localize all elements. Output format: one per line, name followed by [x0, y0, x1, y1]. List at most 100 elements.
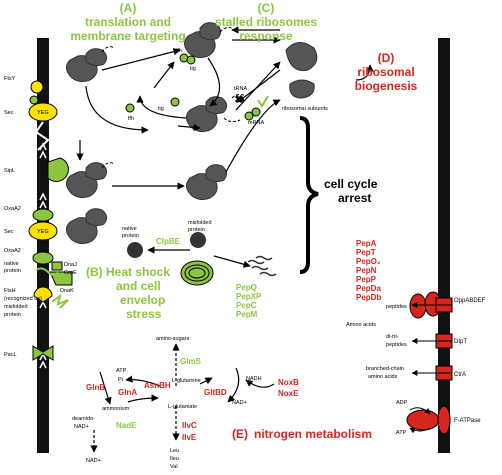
chaperone-arrows	[147, 246, 251, 268]
label-misfolded-protein-b: protein	[188, 227, 205, 233]
label-secyeg-top-yeg: YEG	[37, 110, 49, 116]
label-mrna: mRNA	[248, 120, 265, 126]
label-nad-plus: NAD+	[232, 400, 247, 406]
label-amino-acids: Amino acids	[346, 322, 376, 328]
membrane-zigzag-1	[34, 121, 50, 151]
label-misfolded: misfolded	[4, 304, 28, 310]
section-b-line2: and cell	[116, 279, 161, 293]
label-oxaa2-first: OxaA2	[4, 206, 21, 212]
label-misfolded-protein-a: misfolded	[188, 220, 212, 226]
label-ileu: Ileu	[170, 456, 179, 462]
mrna-strands	[101, 26, 247, 169]
native-protein-blob	[127, 242, 143, 258]
section-d-line1: ribosomal	[357, 65, 414, 79]
secyeg-mid-complex	[28, 221, 58, 241]
label-deamido-1: deamido-	[72, 416, 95, 422]
ribosome-a1	[66, 48, 108, 83]
ribosome-a5	[186, 164, 228, 201]
peptidase-green-2: PepC	[236, 301, 257, 310]
section-b-letter: (B)	[86, 265, 103, 279]
label-ditri-2: peptides	[386, 342, 407, 348]
label-oppabdef: OppABDEF	[454, 298, 486, 304]
label-noxe: NoxE	[278, 389, 299, 398]
label-dnaj: DnaJ	[64, 262, 77, 268]
label-recognized: (recognized as)	[4, 296, 42, 302]
label-glna: GlnA	[118, 388, 137, 397]
label-gltbd: GltBD	[204, 388, 227, 397]
section-b-line4: stress	[126, 307, 162, 321]
peptide-fragments	[247, 255, 277, 277]
arrest-line1: cell cycle	[324, 177, 378, 191]
native-protein-squiggle	[35, 267, 59, 276]
section-e-title: nitrogen metabolism	[254, 427, 372, 441]
label-clpbe: ClpBE	[156, 237, 181, 246]
section-c-line1: stalled ribosomes	[215, 15, 317, 29]
misfolded-squiggle	[51, 293, 69, 309]
ribosome-a4	[66, 162, 108, 199]
f-atpase-head	[406, 409, 440, 431]
dnaj-box	[51, 261, 63, 271]
label-glnb: GlnB	[86, 383, 105, 392]
ffh-tig-beads	[125, 53, 261, 121]
sipl-protein	[47, 157, 69, 182]
ftsh-protease	[33, 286, 53, 303]
section-d-letter: (D)	[378, 51, 395, 65]
secyeg-top-complex	[28, 102, 58, 122]
label-pacl: PacL	[4, 352, 17, 358]
label-ribosomal-subunits: ribosomal subunits	[282, 106, 328, 112]
peptidase-red-6: PepDb	[356, 293, 381, 302]
label-adp: ADP	[396, 400, 408, 406]
peptidase-red-3: PepN	[356, 266, 377, 275]
clpbe-chaperone	[180, 260, 214, 286]
ribosome-a6	[66, 208, 108, 245]
label-native-protein-b: protein	[122, 233, 139, 239]
label-trna: tRNA	[234, 86, 247, 92]
section-b-line3: envelop	[120, 293, 165, 307]
label-amino-sugars: amino-sugars	[156, 336, 190, 342]
label-secyeg-top-sec: Sec	[4, 110, 14, 116]
label-secyeg-mid-sec: Sec	[4, 229, 14, 235]
label-native-protein: protein	[4, 268, 21, 274]
ftsy-protein	[30, 80, 44, 94]
label-grpe: GrpE	[64, 270, 77, 276]
label-secyeg-mid-yeg: YEG	[37, 229, 49, 235]
label-nade: NadE	[116, 421, 137, 430]
label-deamido-2: NAD+	[74, 424, 89, 430]
peptidase-red-2: PepO₂	[356, 257, 381, 266]
label-protein: protein	[4, 312, 21, 318]
right-membrane	[438, 38, 450, 453]
label-native-protein-a: native	[122, 226, 137, 232]
label-atp: ATP	[396, 430, 407, 436]
section-a-line2: membrane targeting	[70, 29, 185, 43]
label-atp-n: ATP	[116, 368, 127, 374]
oxaa2-second	[32, 251, 54, 265]
ffh-bead-membrane	[29, 95, 39, 105]
pacl-pump	[32, 345, 54, 361]
label-ditri-1: di-tri-	[386, 334, 399, 340]
label-branched-2: amino acids	[368, 374, 398, 380]
label-pi: Pi	[118, 377, 123, 383]
label-native: native	[4, 261, 19, 267]
label-f-atpase: F-ATPase	[454, 418, 481, 424]
label-nadh: NADH	[246, 376, 262, 382]
label-ffh-1: ffh	[176, 48, 182, 54]
label-leu: Leu	[170, 448, 179, 454]
label-sipl: SipL	[4, 168, 15, 174]
section-a-letter: (A)	[120, 1, 137, 15]
ribosome-a3	[186, 96, 228, 133]
label-tig-1: tig	[190, 66, 196, 72]
section-b-line1: Heat shock	[106, 265, 170, 279]
label-tig-2: tig	[158, 106, 164, 112]
section-e-letter: (E)	[232, 427, 248, 441]
label-ilve: IlvE	[182, 433, 197, 442]
label-dtpt: DtpT	[454, 339, 467, 345]
label-noxb: NoxB	[278, 378, 299, 387]
label-oxaa2-second: OxaA2	[4, 248, 21, 254]
cell-cycle-brace	[299, 116, 319, 274]
label-ammonium: ammonium	[102, 406, 130, 412]
section-a-line1: translation and	[85, 15, 171, 29]
peptidase-red-4: PepP	[356, 275, 377, 284]
